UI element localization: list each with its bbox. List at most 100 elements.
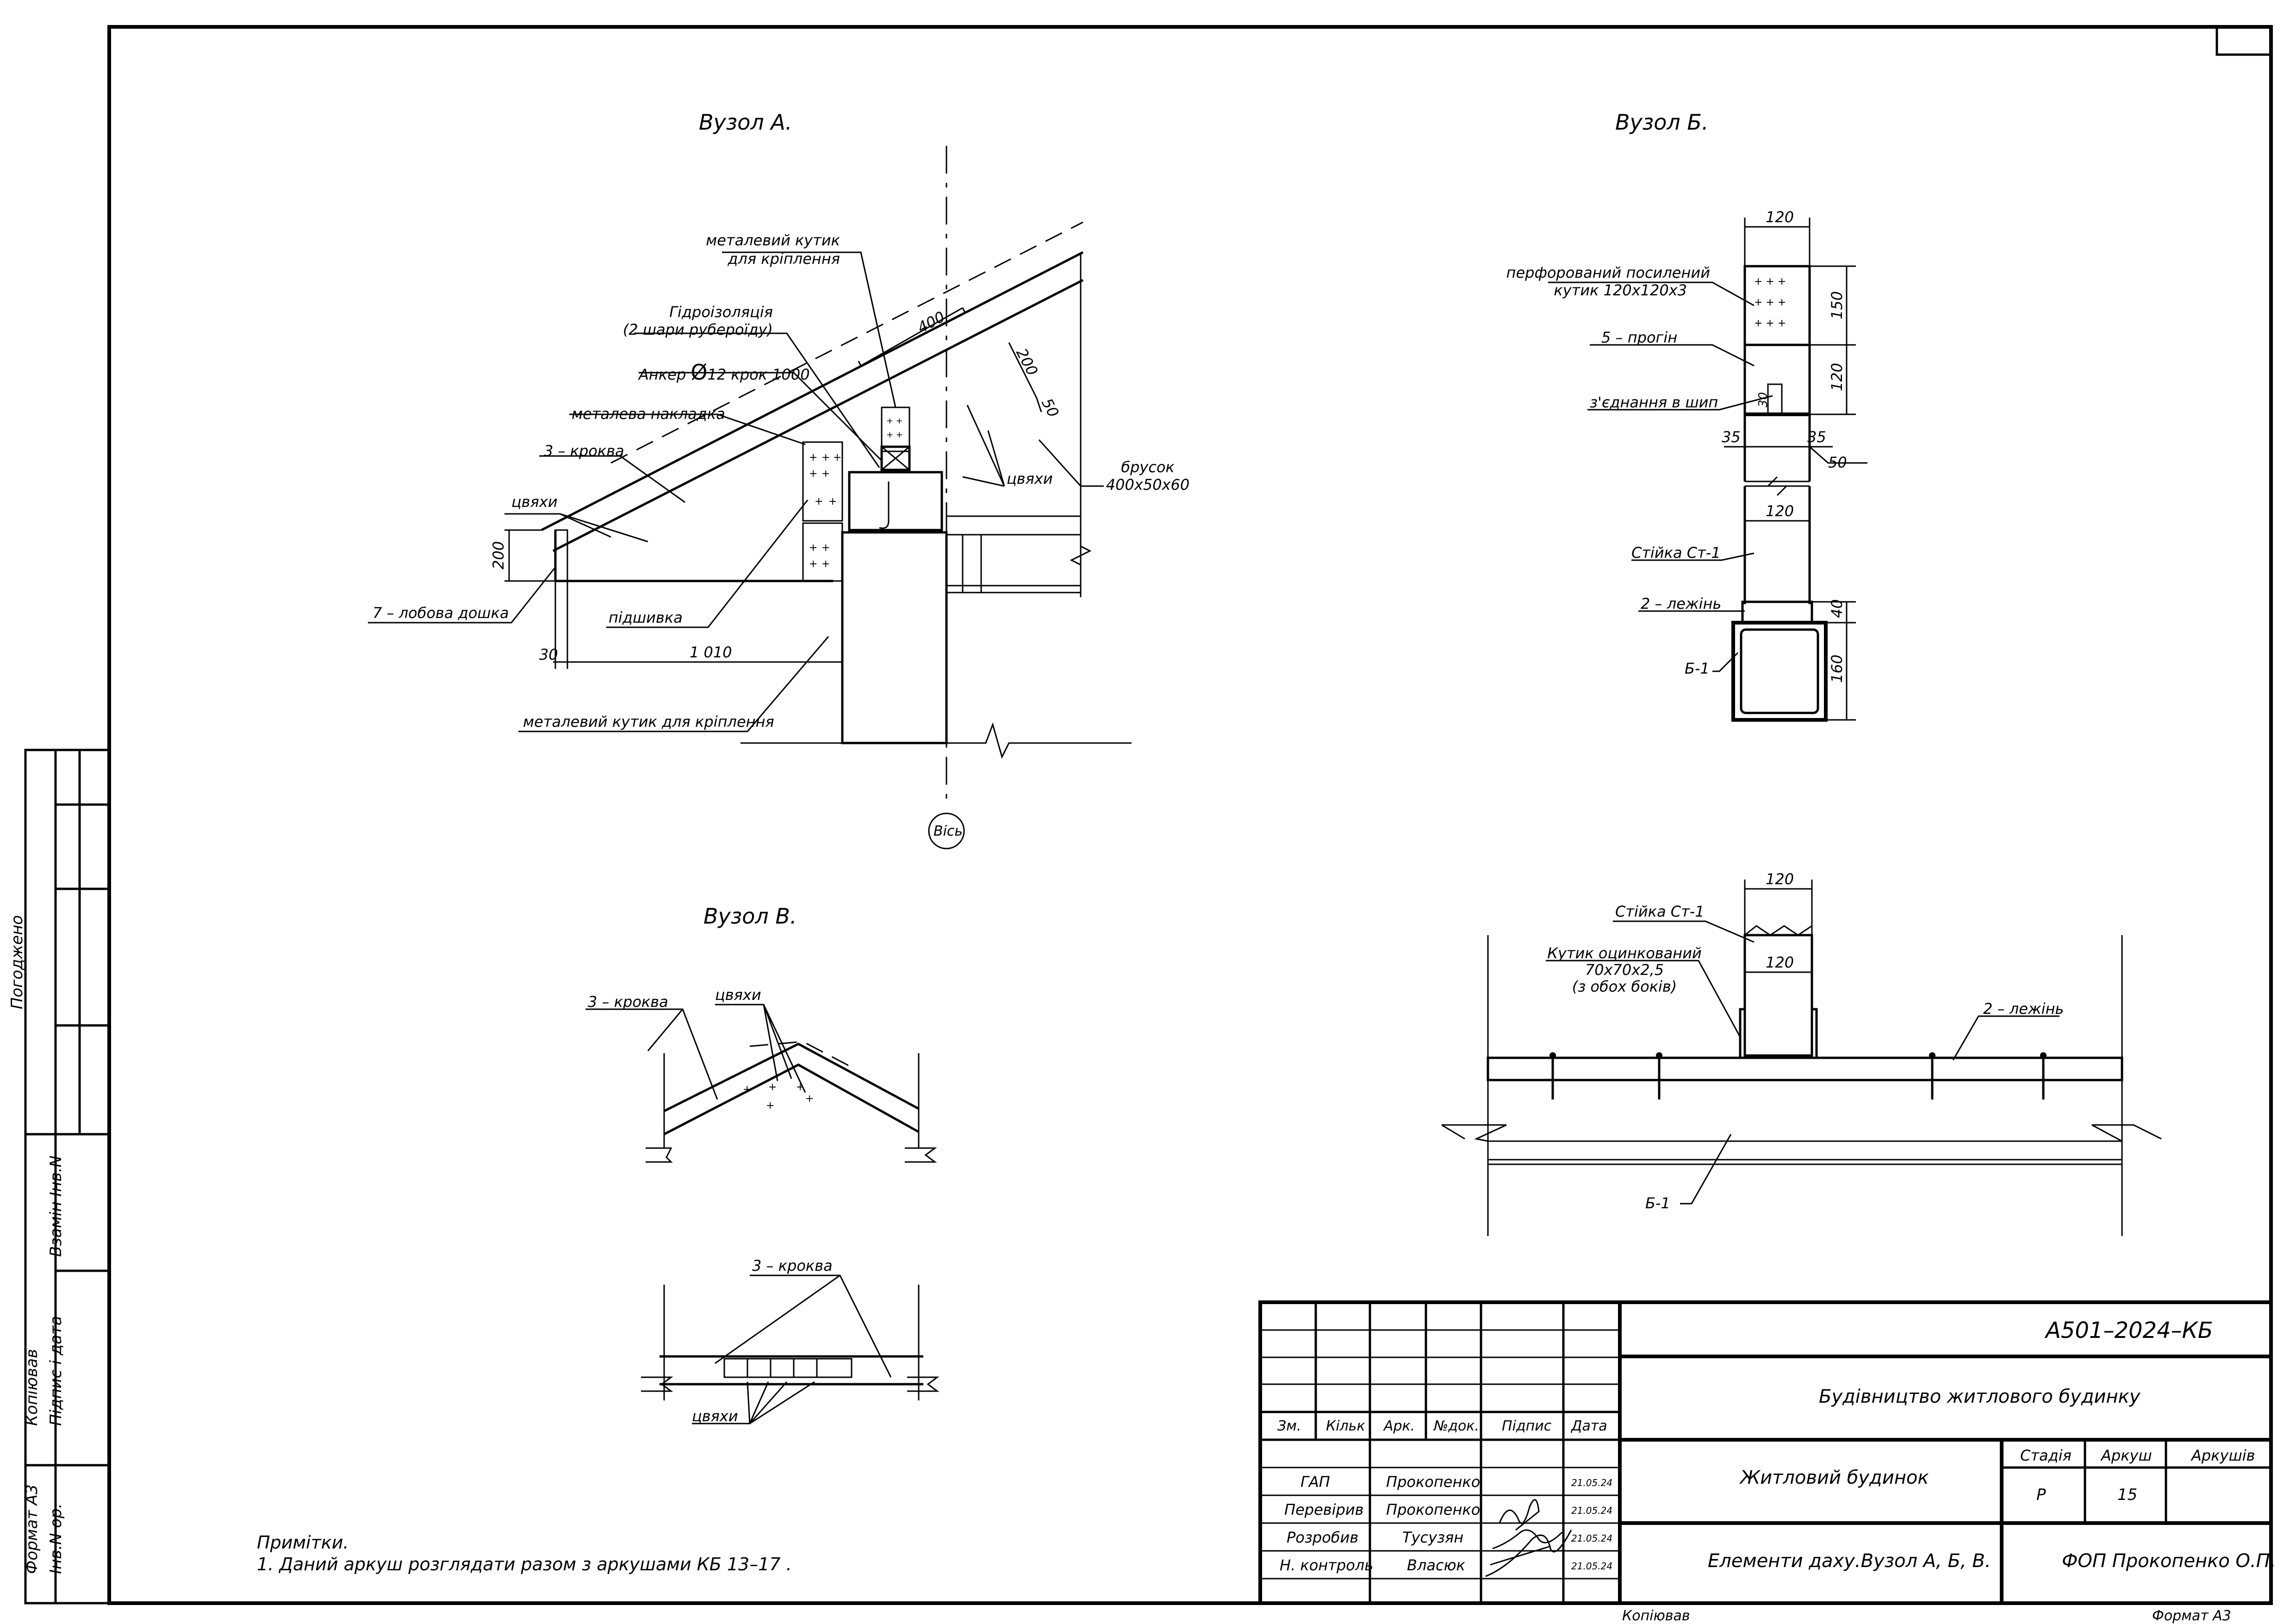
tb-role-1: Перевірив [1284,1501,1363,1518]
view-a-leaders [368,251,1104,732]
side-copied: Копіював [23,1349,41,1426]
view-a-title: Вузол А. [699,110,792,135]
label-bar-line1: брусок [1121,458,1175,476]
dim-a-30: 30 [539,646,558,663]
label-v-nails-top: цвяхи [715,986,761,1004]
label-sill-b2: 2 – лежінь [1983,1000,2064,1018]
side-stamp: Погоджено Взамін Інв.N Підпис і дата Коп… [8,749,111,1605]
tb-name-3: Власюк [1407,1556,1466,1574]
svg-text:+: + [815,496,823,507]
label-tenon: з'єднання в шип [1590,394,1718,411]
label-anchor: Анкер Ø12 крок 1000 [638,360,810,385]
tb-role-0: ГАП [1300,1473,1330,1491]
tb-name-2: Тусузян [1402,1529,1463,1546]
tb-date-3: 21.05.24 [1571,1561,1612,1572]
notes: Примітки. 1. Даний аркуш розглядати разо… [257,1532,792,1574]
label-column-b2: Стійка Ст-1 [1615,903,1705,920]
tb-code: A501–2024–КБ [2044,1318,2213,1343]
svg-text:+: + [796,1081,804,1093]
sill-bolts [1549,1052,2047,1099]
svg-text:+ + +: + + + [1754,297,1786,308]
label-beam-b2: Б-1 [1645,1194,1670,1212]
v-nails-bottom [747,1359,818,1377]
side-sign-date: Підпис і дата [47,1316,65,1426]
svg-text:+: + [809,558,817,570]
tb-h-ark: Арк. [1383,1418,1415,1434]
dim-b-35l: 35 [1722,428,1741,446]
tb-sheets-h: Аркушів [2190,1447,2255,1464]
tb-stage-v: Р [2036,1486,2046,1504]
label-perforated-line2: кутик 120x120x3 [1554,281,1687,299]
label-beam-b: Б-1 [1685,660,1710,677]
dim-b-160: 160 [1828,655,1846,683]
label-bar-line2: 400x50x60 [1106,476,1189,493]
side-replace: Взамін Інв.N [47,1156,65,1257]
svg-text:+: + [805,1093,814,1105]
label-corner-bottom: металевий кутик для кріплення [523,713,774,731]
label-column-b: Стійка Ст-1 [1631,544,1721,562]
svg-text:+: + [821,452,830,463]
svg-text:+: + [828,496,837,507]
label-v-nails-bottom: цвяхи [692,1407,738,1425]
tb-signatures [1485,1499,1572,1577]
v-nails-top: +++ ++ [743,1081,814,1112]
dim-b2-120-top: 120 [1766,870,1794,888]
view-a: Вузол А. Вісь +++ ++ ++ ++ ++ + + + + [368,110,1189,849]
dim-b-40: 40 [1828,599,1846,618]
tb-h-kilk: Кільк [1326,1418,1365,1434]
svg-text:+ + +: + + + [1754,276,1786,287]
tb-stage-h: Стадія [2020,1447,2072,1464]
svg-text:+: + [809,468,817,480]
label-rafter: 3 – кроква [544,442,624,460]
side-inv: Інв.N ор. [47,1503,65,1574]
label-nails-right: цвяхи [1007,470,1053,487]
svg-text:+: + [768,1081,777,1093]
dim-b-120v: 120 [1828,363,1846,391]
view-a-dims [504,307,1042,669]
tb-role-2: Розробив [1287,1529,1358,1546]
label-v-rafter-top: 3 – кроква [588,993,668,1011]
tb-copied: Копіював [1622,1608,1690,1624]
tb-date-1: 21.05.24 [1571,1505,1612,1516]
svg-text:+: + [833,452,841,463]
label-soffit: підшивка [609,609,683,626]
title-block: Зм. Кільк Арк. №док. Підпис Дата ГАП Про… [1258,1300,2276,1624]
label-plate: металева накладка [572,405,725,423]
svg-text:+: + [821,468,830,480]
svg-text:+: + [743,1084,751,1095]
label-v-rafter-bottom: 3 – кроква [752,1257,833,1274]
label-perforated-line1: перфорований посилений [1506,264,1710,281]
dim-a-1010: 1 010 [690,643,732,661]
tb-sheet-h: Аркуш [2100,1447,2152,1464]
dim-b-120-mid: 120 [1766,502,1794,520]
label-corner-line1: металевий кутик [706,231,840,249]
label-corner-line2: для кріплення [727,250,840,268]
tb-sheet-title: Елементи даху.Вузол А, Б, В. [1708,1550,1991,1572]
view-b: Вузол Б. + + + + + + + + + [1506,110,1867,722]
svg-text:+: + [809,452,817,463]
perforated-holes: + + + + + + + + + [1754,276,1786,329]
svg-text:+: + [821,542,830,554]
view-v: Вузол В. +++ ++ 3 – кроква цвяхи [585,904,940,1425]
side-agreed: Погоджено [8,915,26,1009]
plate-nails: +++ ++ ++ ++ ++ [809,452,841,570]
tb-date-2: 21.05.24 [1571,1533,1612,1544]
tb-role-3: Н. контроль [1280,1556,1373,1574]
tb-h-data: Дата [1570,1418,1607,1434]
svg-text:+ + +: + + + [1754,318,1786,329]
dim-b-50: 50 [1828,454,1847,471]
dim-a-50: 50 [1038,395,1063,420]
label-fascia: 7 – лобова дошка [373,604,509,622]
dim-b-35r: 35 [1807,428,1826,446]
dim-b2-120-in: 120 [1766,954,1794,971]
dim-b-150: 150 [1828,291,1846,319]
sheet-frame [107,25,2273,1605]
tb-date-0: 21.05.24 [1571,1477,1612,1488]
label-angle-line1: Кутик оцинкований [1547,944,1702,962]
